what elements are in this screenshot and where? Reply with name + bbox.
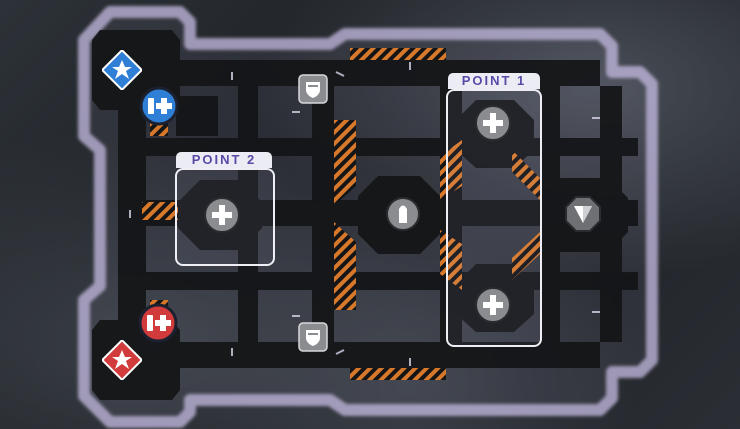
power-weapon-arrowhead-icon (565, 196, 601, 232)
hazard-strips (142, 48, 540, 380)
objective-label-point-1: POINT 1 (448, 73, 540, 89)
armor-shield-icon (298, 322, 328, 352)
lane-ticks (129, 62, 600, 366)
objective-label-point-2: POINT 2 (176, 152, 272, 168)
point-1-top-medkit-icon (475, 105, 511, 141)
red-spawn-star-icon (102, 340, 142, 380)
blue-team-medkit-icon (139, 86, 179, 126)
ammo-icon (386, 197, 420, 231)
point-1-bottom-medkit-icon (475, 287, 511, 323)
point-2-medkit-icon (204, 197, 240, 233)
blue-spawn-star-icon (102, 50, 142, 90)
armor-shield-icon (298, 74, 328, 104)
red-team-medkit-icon (138, 303, 178, 343)
